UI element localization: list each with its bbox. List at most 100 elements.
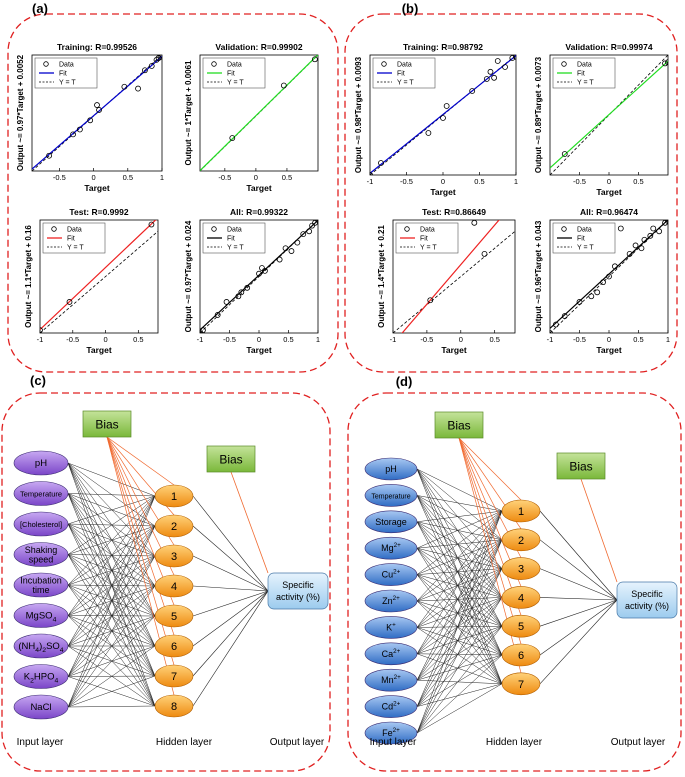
legend-data-label: Data <box>577 62 592 69</box>
input-hidden-edge <box>416 548 503 627</box>
input-node-shape <box>364 563 418 586</box>
x-tick-label: 0 <box>607 335 611 344</box>
data-point <box>491 74 498 81</box>
hidden-node-shape <box>501 643 541 667</box>
y-axis-label: Output ~= 0.98*Target + 0.0093 <box>354 56 363 173</box>
hidden-node-label: 5 <box>171 611 177 623</box>
dashed-panel-frame <box>344 13 678 373</box>
input-hidden-edge <box>416 600 503 684</box>
label-sup: 2+ <box>393 648 401 655</box>
dashed-panel-frame <box>347 392 682 772</box>
input-hidden-edge <box>416 468 503 684</box>
output-node-label-line2: activity (%) <box>625 601 669 611</box>
x-tick-label: -0.5 <box>420 335 433 344</box>
fit-line <box>32 56 162 170</box>
plot-title: Training: R=0.98792 <box>403 42 483 52</box>
label-sup: 2+ <box>394 542 402 549</box>
data-point <box>469 88 476 94</box>
input-hidden-edge <box>416 539 503 681</box>
output-node-label-line2: activity (%) <box>276 592 320 602</box>
hidden-node-shape <box>154 544 194 568</box>
x-tick-label: 0.5 <box>123 173 133 182</box>
x-tick-label: 1 <box>160 173 164 182</box>
x-tick-label: 1 <box>316 335 320 344</box>
hidden-node-label: 7 <box>171 671 177 683</box>
input-node-shape <box>364 642 418 666</box>
network-edges <box>416 437 618 734</box>
legend-fit-label: Fit <box>59 71 67 78</box>
legend-yt-label: Y = T <box>227 80 244 87</box>
input-node-shape <box>364 668 418 692</box>
input-node-shape <box>364 484 418 507</box>
panel-label: (a) <box>32 1 48 16</box>
fit-line <box>550 60 668 169</box>
x-tick-label: 0.5 <box>133 335 143 344</box>
input-hidden-edge <box>416 600 503 627</box>
label-sub: 2 <box>42 647 46 654</box>
legend-data-label: Data <box>397 62 412 69</box>
hidden-node-label: 1 <box>171 491 177 503</box>
input-hidden-edge <box>67 493 156 497</box>
label-main: HPO <box>34 672 55 683</box>
layer-label: Input layer <box>17 737 64 748</box>
bias-hidden-edge <box>106 436 175 486</box>
hidden-node: 1 <box>154 484 194 508</box>
identity-line <box>550 55 668 175</box>
input-hidden-edge <box>416 683 503 707</box>
data-point <box>626 250 633 257</box>
legend-data-marker <box>211 61 217 67</box>
input-node-label: Mg2+ <box>381 542 401 553</box>
hidden-node-shape <box>154 574 194 598</box>
input-hidden-edge <box>416 495 503 569</box>
input-hidden-edge <box>416 495 503 598</box>
panel-label: (b) <box>402 1 419 16</box>
input-node: K2HPO4 <box>13 664 69 689</box>
input-hidden-edge <box>416 468 503 627</box>
input-hidden-edge <box>416 539 503 628</box>
hidden-node-shape <box>501 586 541 609</box>
x-tick-label: -0.5 <box>53 173 66 182</box>
input-hidden-edge <box>416 574 503 684</box>
network-diagram: pHTemperature[Cholesterol]ShakingspeedIn… <box>13 410 329 748</box>
data-point <box>280 82 287 89</box>
hidden-output-edge <box>192 590 269 677</box>
x-axis-label: Target <box>86 345 112 355</box>
output-node-label-line1: Specific <box>282 580 314 590</box>
input-node-shape <box>364 510 418 534</box>
layer-label: Output layer <box>270 737 325 748</box>
hidden-node: 3 <box>154 544 194 568</box>
data-point <box>561 313 568 319</box>
input-node-shape <box>364 457 418 481</box>
x-tick-label: -1 <box>367 177 374 186</box>
hidden-output-edge <box>192 590 269 617</box>
input-node: [Cholesterol] <box>13 511 69 537</box>
data-point <box>647 232 654 239</box>
input-hidden-edge <box>416 521 503 627</box>
input-hidden-edge <box>416 468 503 569</box>
legend-data-label: Data <box>67 227 82 234</box>
x-tick-label: -1 <box>197 335 204 344</box>
data-point <box>70 131 76 138</box>
hidden-output-edge <box>192 525 269 592</box>
data-point <box>76 126 83 133</box>
layer-label: Hidden layer <box>486 737 543 748</box>
label-main: Cu <box>382 570 394 580</box>
bias-box-label: Bias <box>569 460 592 474</box>
input-hidden-edge <box>416 568 503 575</box>
data-point <box>276 256 283 263</box>
y-axis-label: Output ~= 0.96*Target + 0.043 <box>534 220 543 332</box>
data-point <box>632 242 639 249</box>
x-tick-label: -0.5 <box>223 335 236 344</box>
plot-area <box>200 220 318 333</box>
hidden-node-label: 4 <box>171 581 177 593</box>
x-axis-label: Target <box>246 183 272 193</box>
input-hidden-edge <box>416 510 503 734</box>
x-tick-label: -1 <box>37 335 44 344</box>
input-node: Ca2+ <box>364 642 418 666</box>
data-point <box>300 231 307 238</box>
